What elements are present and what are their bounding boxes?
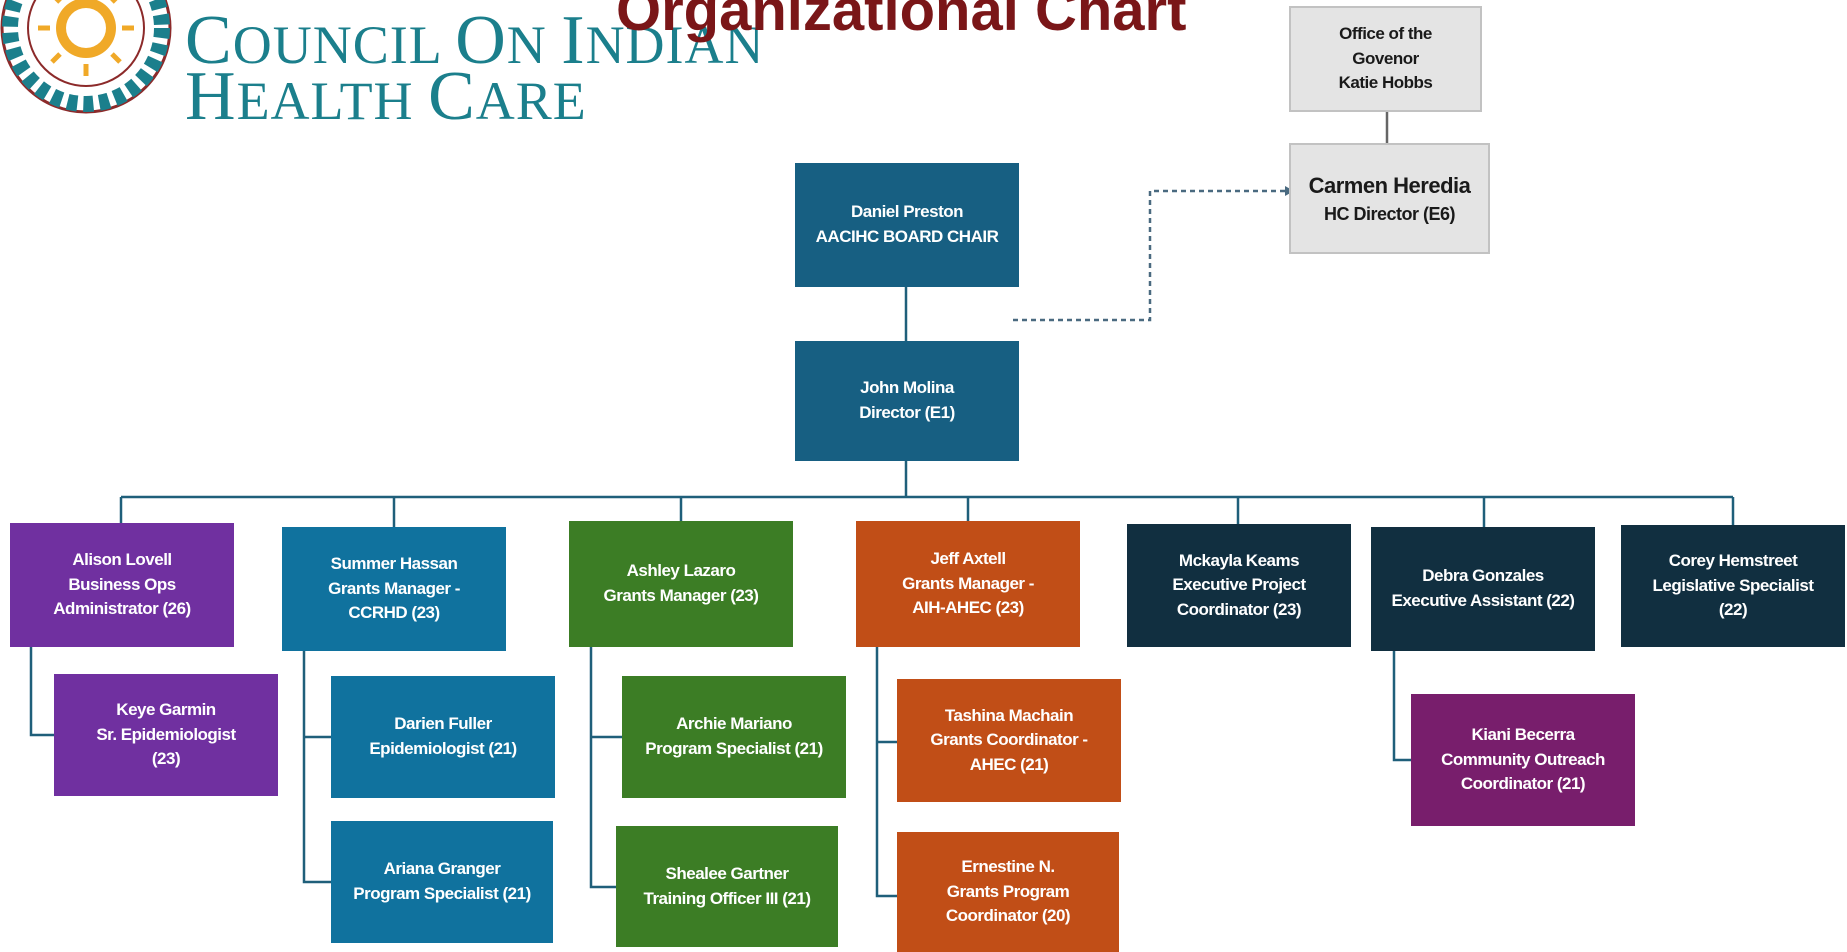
staff-box-lazaro: Ashley Lazaro Grants Manager (23)	[569, 521, 793, 647]
staff-box-gonzales: Debra Gonzales Executive Assistant (22)	[1371, 527, 1595, 651]
director-box: John Molina Director (E1)	[795, 341, 1019, 461]
staff-box-gartner: Shealee Gartner Training Officer III (21…	[616, 826, 838, 947]
staff-box-hassan: Summer Hassan Grants Manager - CCRHD (23…	[282, 527, 506, 651]
logo-text-line2: HEALTH CARE	[185, 58, 587, 135]
staff-box-lovell: Alison Lovell Business Ops Administrator…	[10, 523, 234, 647]
hc-director-box: Carmen Heredia HC Director (E6)	[1289, 143, 1490, 254]
staff-box-mariano: Archie Mariano Program Specialist (21)	[622, 676, 846, 798]
staff-box-garmin: Keye Garmin Sr. Epidemiologist (23)	[54, 674, 278, 796]
council-logo-seal	[0, 0, 172, 114]
logo-text-line1: COUNCIL ON INDIAN	[185, 2, 765, 79]
staff-box-hemstreet: Corey Hemstreet Legislative Specialist (…	[1621, 525, 1845, 647]
staff-box-granger: Ariana Granger Program Specialist (21)	[331, 821, 553, 943]
staff-box-machain: Tashina Machain Grants Coordinator - AHE…	[897, 679, 1121, 802]
staff-box-keams: Mckayla Keams Executive Project Coordina…	[1127, 524, 1351, 647]
staff-box-axtell: Jeff Axtell Grants Manager - AIH-AHEC (2…	[856, 521, 1080, 647]
staff-box-fuller: Darien Fuller Epidemiologist (21)	[331, 676, 555, 798]
governor-office-box: Office of the Govenor Katie Hobbs	[1289, 6, 1482, 112]
chart-title: Organizational Chart	[616, 0, 1187, 43]
board-chair-box: Daniel Preston AACIHC BOARD CHAIR	[795, 163, 1019, 287]
staff-box-ernestine: Ernestine N. Grants Program Coordinator …	[897, 832, 1119, 952]
staff-box-becerra: Kiani Becerra Community Outreach Coordin…	[1411, 694, 1635, 826]
